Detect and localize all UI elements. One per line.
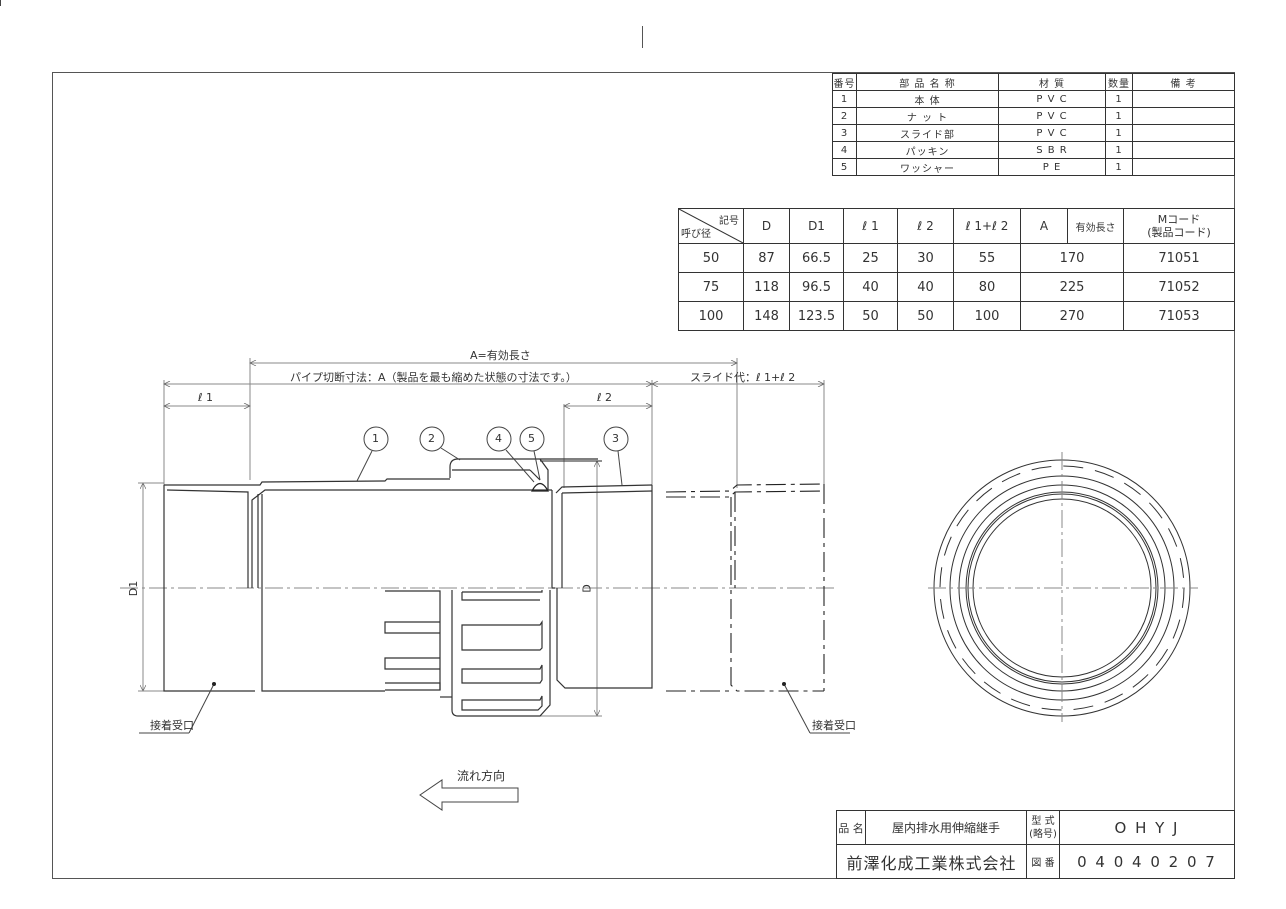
- val-l1l2: 80: [953, 272, 1021, 302]
- val-mcode: 71052: [1123, 272, 1235, 302]
- parts-header-row: 番号 部 品 名 称 材 質 数量 備 考: [832, 73, 1235, 91]
- size: 100: [678, 301, 744, 331]
- dim-D-label: D: [580, 584, 594, 593]
- parts-row: 3 スライド部 P V C 1: [832, 124, 1235, 142]
- size: 75: [678, 272, 744, 302]
- phantom-slide: [665, 483, 825, 692]
- header-l1: ℓ 1: [843, 208, 898, 244]
- balloon-2: 2: [428, 432, 435, 445]
- parts-row: 5 ワッシャー P E 1: [832, 158, 1235, 176]
- header-D: D: [743, 208, 790, 244]
- leader-lines: [139, 447, 850, 734]
- dim-slide-label: スライド代：ℓ 1+ℓ 2: [690, 371, 796, 384]
- dim-l1-label: ℓ 1: [198, 391, 214, 404]
- title-row-1: 品 名 屋内排水用伸縮継手 型 式 (略号) O H Y J: [836, 810, 1235, 845]
- drawing-no-label: 図 番: [1026, 844, 1060, 879]
- socket-dot: [212, 682, 216, 686]
- parts-row: 4 パッキン S B R 1: [832, 141, 1235, 159]
- val-A: 270: [1020, 301, 1124, 331]
- title-row-2: 前澤化成工業株式会社 図 番 0 4 0 4 0 2 0 7: [836, 844, 1235, 879]
- val-D1: 66.5: [789, 243, 844, 273]
- socket-right-label: 接着受口: [812, 719, 856, 732]
- corner-header: 記号 呼び径: [678, 208, 744, 244]
- flow-arrow-icon: [419, 779, 519, 811]
- val-l1l2: 55: [953, 243, 1021, 273]
- val-l2: 30: [897, 243, 954, 273]
- part-note: [1132, 158, 1235, 176]
- company-name: 前澤化成工業株式会社: [836, 844, 1027, 879]
- dimension-table: 記号 呼び径 D D1 ℓ 1 ℓ 2 ℓ 1+ℓ 2 A 有効長さ Mコード …: [678, 208, 1235, 331]
- part-balloons: [363, 426, 629, 452]
- model-label: 型 式 (略号): [1026, 810, 1060, 845]
- drawing-frame: [52, 72, 1235, 879]
- val-l1: 40: [843, 272, 898, 302]
- product-label: 品 名: [836, 810, 866, 845]
- val-A: 225: [1020, 272, 1124, 302]
- val-mcode: 71051: [1123, 243, 1235, 273]
- model-label-2: (略号): [1029, 828, 1057, 840]
- val-D: 118: [743, 272, 790, 302]
- dimension-lines: [138, 358, 824, 716]
- center-mark: [642, 26, 643, 48]
- dims-row: 75 118 96.5 40 40 80 225 71052: [678, 272, 1235, 302]
- body-part: [163, 458, 653, 717]
- balloon-5: 5: [528, 432, 535, 445]
- dim-l2-label: ℓ 2: [597, 391, 613, 404]
- val-mcode: 71053: [1123, 301, 1235, 331]
- part-material: P E: [998, 158, 1106, 176]
- diagonal-line: [679, 209, 743, 243]
- model-label-1: 型 式: [1031, 815, 1055, 827]
- val-l2: 50: [897, 301, 954, 331]
- dim-D1-label: D1: [127, 580, 141, 597]
- socket-left-label: 接着受口: [150, 719, 194, 732]
- balloon-1: 1: [372, 432, 379, 445]
- val-l1l2: 100: [953, 301, 1021, 331]
- dims-header-row: 記号 呼び径 D D1 ℓ 1 ℓ 2 ℓ 1+ℓ 2 A 有効長さ Mコード …: [678, 208, 1235, 244]
- corner-top-label: 記号: [719, 216, 739, 227]
- model-value: O H Y J: [1059, 810, 1235, 845]
- val-D: 87: [743, 243, 790, 273]
- socket-dot: [782, 682, 786, 686]
- product-name: 屋内排水用伸縮継手: [865, 810, 1027, 845]
- header-mcode: Mコード (製品コード): [1123, 208, 1235, 244]
- dim-cut-label: パイプ切断寸法：A（製品を最も縮めた状態の寸法です。）: [290, 371, 577, 384]
- balloon-4: 4: [495, 432, 502, 445]
- corner-bottom-label: 呼び径: [681, 229, 711, 240]
- val-D: 148: [743, 301, 790, 331]
- parts-table: 番号 部 品 名 称 材 質 数量 備 考 1 本 体 P V C 1 2 ナ …: [832, 73, 1235, 176]
- header-l1l2: ℓ 1+ℓ 2: [953, 208, 1021, 244]
- val-D1: 96.5: [789, 272, 844, 302]
- dim-A-label: A=有効長さ: [470, 349, 531, 362]
- title-block: 品 名 屋内排水用伸縮継手 型 式 (略号) O H Y J 前澤化成工業株式会…: [836, 810, 1235, 879]
- header-A: A: [1020, 208, 1068, 244]
- mcode-line2: (製品コード): [1147, 226, 1211, 239]
- mcode-line1: Mコード: [1157, 213, 1201, 226]
- parts-row: 2 ナ ッ ト P V C 1: [832, 107, 1235, 125]
- corner-mark: [0, 0, 1, 6]
- balloon-3: 3: [612, 432, 619, 445]
- drawing-no: 0 4 0 4 0 2 0 7: [1059, 844, 1235, 879]
- dims-row: 100 148 123.5 50 50 100 270 71053: [678, 301, 1235, 331]
- flow-direction-label: 流れ方向: [457, 769, 506, 783]
- val-A: 170: [1020, 243, 1124, 273]
- val-l1: 50: [843, 301, 898, 331]
